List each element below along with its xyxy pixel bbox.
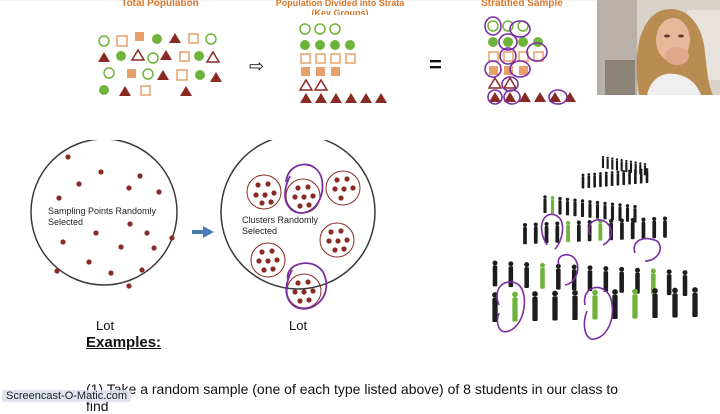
person-silhouette xyxy=(610,171,614,187)
person-silhouette xyxy=(543,195,547,213)
person-silhouette xyxy=(682,270,688,296)
person-silhouette xyxy=(611,157,614,170)
purple-annotations-stratified xyxy=(484,16,568,105)
person-silhouette xyxy=(652,288,658,319)
purple-annotations-cluster xyxy=(284,163,328,310)
person-silhouette xyxy=(555,263,561,290)
person-silhouette xyxy=(587,265,593,292)
person-silhouette xyxy=(616,170,620,186)
person-silhouette xyxy=(544,221,549,244)
person-silhouette xyxy=(593,172,597,188)
equals-sign: = xyxy=(429,52,442,77)
person-silhouette xyxy=(643,163,647,176)
person-silhouette xyxy=(606,156,609,169)
person-silhouette xyxy=(672,287,678,318)
person-silhouette xyxy=(599,172,602,188)
person-silhouette xyxy=(555,221,560,243)
person-silhouette xyxy=(566,220,571,243)
sampling-points-label: Sampling Points Randomly Selected xyxy=(48,206,157,227)
clusters-label: Clusters Randomly Selected xyxy=(242,215,319,236)
arrow-icon: ⇨ xyxy=(249,56,265,76)
person-silhouette xyxy=(612,289,618,320)
person-silhouette xyxy=(619,218,624,240)
total-population-shapes xyxy=(98,32,222,96)
person-silhouette xyxy=(598,219,603,241)
screencast-watermark: Screencast-O-Matic.com xyxy=(2,390,132,402)
person-silhouette xyxy=(587,173,591,189)
person-silhouette xyxy=(572,290,578,321)
person-silhouette xyxy=(533,222,538,244)
left-lot-label: Lot xyxy=(96,318,115,333)
person-silhouette xyxy=(522,222,528,245)
person-silhouette xyxy=(550,196,555,214)
example-line-1: (1) Take a random sample (one of each ty… xyxy=(86,381,619,397)
random-points xyxy=(54,154,175,289)
examples-title: Examples: xyxy=(86,334,162,351)
person-silhouette xyxy=(573,198,577,217)
presenter-webcam xyxy=(597,0,720,95)
person-silhouette xyxy=(524,262,530,288)
person-silhouette xyxy=(641,217,646,239)
total-population-label: Total Population xyxy=(121,0,199,9)
person-silhouette xyxy=(603,266,609,292)
person-silhouette xyxy=(639,168,643,184)
person-silhouette xyxy=(552,290,558,321)
person-silhouette xyxy=(565,197,570,216)
person-silhouette xyxy=(632,288,638,319)
top-border xyxy=(0,0,720,1)
strata-shapes xyxy=(298,23,387,103)
person-silhouette xyxy=(652,216,657,239)
cluster-diagram xyxy=(30,140,376,310)
stratified-diagram xyxy=(98,16,576,105)
person-silhouette xyxy=(512,291,518,322)
person-silhouette xyxy=(604,171,608,187)
person-silhouette xyxy=(625,204,630,222)
person-silhouette xyxy=(581,173,585,189)
person-silhouette xyxy=(592,289,598,320)
person-silhouette xyxy=(610,202,615,221)
person-silhouette xyxy=(633,169,637,185)
person-silhouette xyxy=(645,168,649,184)
person-silhouette xyxy=(619,266,625,293)
strata-label: Population Divided into Strata (Key Grou… xyxy=(275,0,405,15)
person-silhouette xyxy=(492,260,498,287)
person-silhouette xyxy=(595,200,600,219)
person-silhouette xyxy=(630,217,635,240)
person-silhouette xyxy=(635,267,640,294)
person-silhouette xyxy=(625,159,628,173)
person-silhouette xyxy=(558,196,562,215)
person-silhouette xyxy=(588,200,592,218)
person-silhouette xyxy=(622,170,626,186)
person-silhouette xyxy=(615,158,619,171)
person-silhouette xyxy=(532,291,538,322)
cluster-groups xyxy=(246,170,361,309)
person-silhouette xyxy=(603,201,607,220)
person-silhouette xyxy=(662,216,668,238)
person-silhouette xyxy=(580,199,585,217)
people-line-icon xyxy=(492,155,698,340)
person-silhouette xyxy=(540,262,545,289)
person-silhouette xyxy=(666,269,672,296)
person-silhouette xyxy=(618,203,622,221)
person-silhouette xyxy=(620,159,623,172)
person-silhouette xyxy=(692,287,698,318)
person-silhouette xyxy=(601,155,605,169)
person-silhouette xyxy=(576,220,581,242)
person-silhouette xyxy=(628,169,631,185)
person-silhouette xyxy=(508,261,514,288)
stratified-sample-label: Stratified Sample xyxy=(481,0,563,9)
purple-annotations-people xyxy=(496,213,661,340)
right-lot-label: Lot xyxy=(289,318,308,333)
